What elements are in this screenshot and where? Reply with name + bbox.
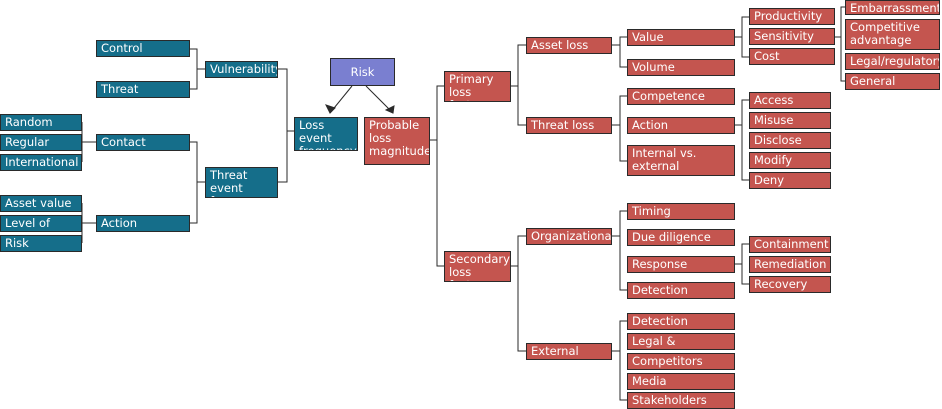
timing-node: Timing	[627, 203, 735, 220]
risk-leaf-node: Risk	[0, 235, 82, 252]
access-node: Access	[749, 92, 831, 109]
asset-loss-node: Asset loss	[526, 37, 612, 54]
disclose-node: Disclose	[749, 132, 831, 149]
international-node: International	[0, 154, 82, 171]
cost-node: Cost	[749, 48, 835, 65]
level-of-effort-node: Level of effort	[0, 215, 82, 232]
action-loss-node: Action	[627, 117, 735, 134]
productivity-node: Productivity	[749, 8, 835, 25]
regular-node: Regular	[0, 134, 82, 151]
competitors-node: Competitors	[627, 353, 735, 370]
legal-regulatory-node: Legal/regulatory	[845, 53, 940, 70]
organizational-node: Organizational	[526, 228, 612, 245]
probable-loss-magnitude-node: Probable loss magnitude	[364, 117, 430, 165]
media-node: Media	[627, 373, 735, 390]
risk-node: Risk	[330, 58, 395, 86]
containment-node: Containment	[749, 236, 831, 253]
sensitivity-node: Sensitivity	[749, 28, 835, 45]
modify-node: Modify	[749, 152, 831, 169]
volume-node: Volume	[627, 59, 735, 76]
detection-org-node: Detection	[627, 282, 735, 299]
primary-loss-factors-node: Primary loss factors	[444, 71, 511, 102]
detection-ext-node: Detection	[627, 313, 735, 330]
threat-loss-node: Threat loss	[526, 117, 612, 134]
response-node: Response	[627, 256, 735, 273]
action-threat-node: Action	[96, 215, 190, 232]
vulnerability-node: Vulnerability	[205, 61, 278, 78]
control-strength-node: Control strength	[96, 40, 190, 57]
value-node: Value	[627, 29, 735, 46]
legal-and-regulatory-node: Legal & regulatory	[627, 333, 735, 350]
stakeholders-node: Stakeholders	[627, 392, 735, 409]
due-diligence-node: Due diligence	[627, 229, 735, 246]
loss-event-frequency-node: Loss event frequency	[294, 117, 358, 151]
external-node: External	[526, 343, 612, 360]
embarrassment-node: Embarrassment	[845, 0, 940, 15]
contact-node: Contact	[96, 134, 190, 151]
threat-capacity-node: Threat capacity	[96, 81, 190, 98]
internal-vs-external-node: Internal vs. external	[627, 145, 735, 176]
recovery-node: Recovery	[749, 276, 831, 293]
competence-node: Competence	[627, 88, 735, 105]
threat-event-frequency-node: Threat event frequency	[205, 167, 278, 198]
general-node: General	[845, 73, 940, 90]
misuse-node: Misuse	[749, 112, 831, 129]
remediation-node: Remediation	[749, 256, 831, 273]
secondary-loss-factors-node: Secondary loss factors	[444, 251, 511, 282]
random-node: Random	[0, 114, 82, 131]
competitive-advantage-node: Competitive advantage	[845, 19, 940, 50]
asset-value-node: Asset value	[0, 195, 82, 212]
deny-access-node: Deny access	[749, 172, 831, 189]
